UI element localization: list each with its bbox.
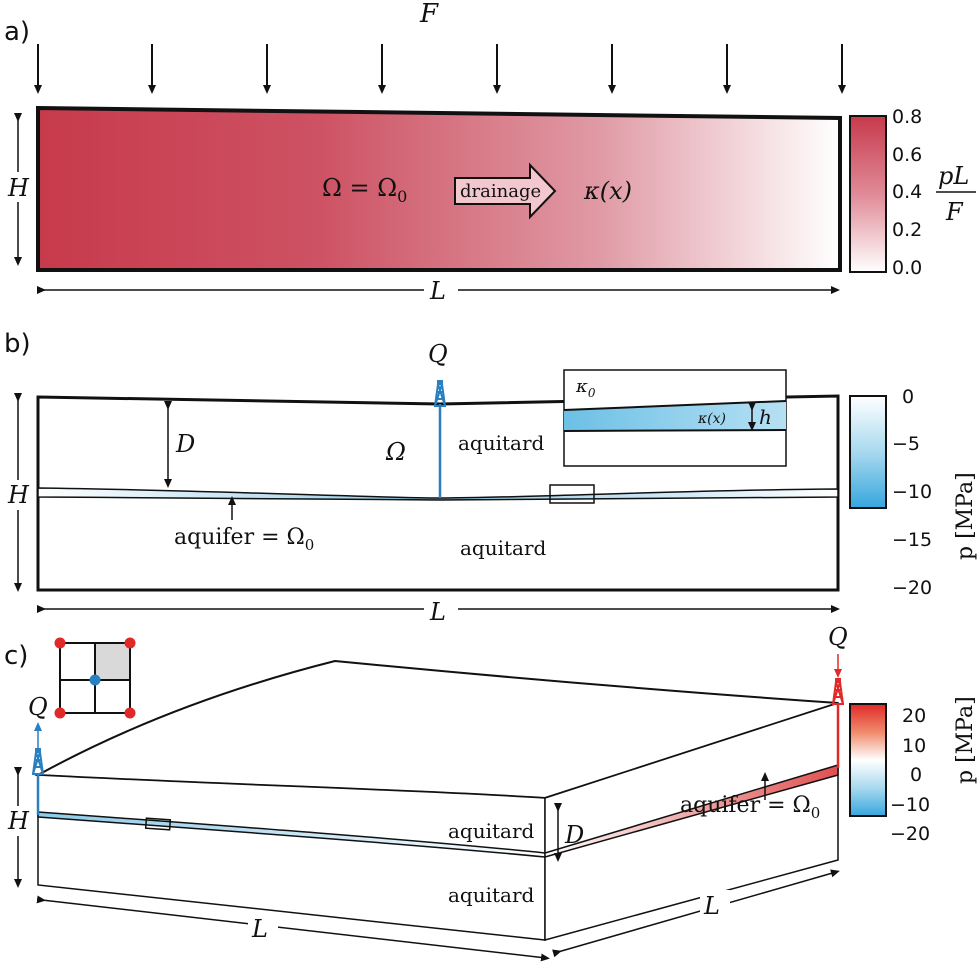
zoom-box-c [144,817,172,831]
aquitard-upper-label-c: aquitard [448,819,535,843]
drainage-label: drainage [460,181,541,202]
colorbar-a-tick: 0.4 [892,181,922,203]
colorbar-b-tick: −15 [892,529,932,551]
well-rig-icon [433,379,447,407]
colorbar-b-tick: −5 [892,433,920,455]
aquitard-lower-label-c: aquitard [448,883,535,907]
flow-left-label: Q [28,693,48,721]
aquitard-lower-label: aquitard [460,536,547,560]
drainage-arrow [454,162,557,220]
colorbar-c-label: p [MPa] [953,696,978,784]
well-left-rig-icon [31,747,45,775]
panel-b-tag: b) [4,329,31,359]
colorbar-c-tick: 0 [910,764,922,786]
length-side-dimension [552,869,840,958]
colorbar-a [849,115,887,273]
force-arrows [34,44,846,94]
height-label-c: H [7,807,30,835]
colorbar-c-tick: 10 [902,735,926,757]
inset-thickness-label: h [759,405,772,429]
length-front-label: L [251,915,268,943]
colorbar-b [849,395,887,509]
depth-label-c: D [564,821,584,849]
beam-domain [36,105,842,272]
inset-kappa0: κ0 [575,376,596,400]
colorbar-a-denominator: F [945,198,964,226]
aquifer-equation: aquifer = Ω0 [174,525,314,554]
omega-label: Ω [385,438,406,466]
colorbar-b-label: p [MPa] [953,472,978,560]
colorbar-b-ticks: 0 −5 −10 −15 −20 [892,386,932,599]
colorbar-c-ticks: 20 10 0 −10 −20 [890,705,930,845]
panel-b: b) Q D Ω aquitard aquitard aquifer = Ω0 … [4,329,978,626]
colorbar-b-tick: −10 [892,481,932,503]
depth-label: D [175,430,195,458]
colorbar-a-tick: 0.0 [892,257,922,279]
flow-label: Q [428,340,448,368]
colorbar-a-tick: 0.8 [892,106,922,128]
colorbar-a-tick: 0.6 [892,144,922,166]
aquitard-upper-label: aquitard [458,431,545,455]
kappa-label: κ(x) [583,177,632,205]
zoom-box [549,484,595,504]
aquifer-equation-c: aquifer = Ω0 [680,793,820,822]
colorbar-a-numerator: pL [938,162,969,190]
colorbar-c [849,703,887,817]
colorbar-c-tick: −10 [890,794,930,816]
length-side-label: L [703,892,720,920]
well-right-rig-icon [831,677,845,705]
inset: κ0 κ(x) h [563,369,787,467]
length-front-dimension [36,895,550,962]
colorbar-a-ticks: 0.8 0.6 0.4 0.2 0.0 [892,106,922,279]
domain-equation: Ω = Ω0 [322,174,407,206]
colorbar-c-tick: 20 [902,705,926,727]
mesh-icon [54,637,136,719]
panel-a: a) F Ω = Ω0 drainage κ(x) H L 0.8 0.6 0. [4,0,976,305]
colorbar-c-tick: −20 [890,823,930,845]
inset-kappa-x: κ(x) [697,411,726,427]
colorbar-b-tick: 0 [902,386,914,408]
height-label: H [7,174,30,202]
flow-right-label: Q [828,623,848,651]
colorbar-b-tick: −20 [892,577,932,599]
block-front [37,774,546,941]
length-label-b: L [429,598,446,626]
colorbar-a-tick: 0.2 [892,219,922,241]
panel-c: c) Q Q aquitard [4,623,978,962]
height-label-b: H [7,481,30,509]
force-label: F [419,0,439,29]
length-label: L [429,277,446,305]
aquifer-layer [37,487,839,501]
panel-a-tag: a) [4,17,30,47]
panel-c-tag: c) [4,641,28,671]
